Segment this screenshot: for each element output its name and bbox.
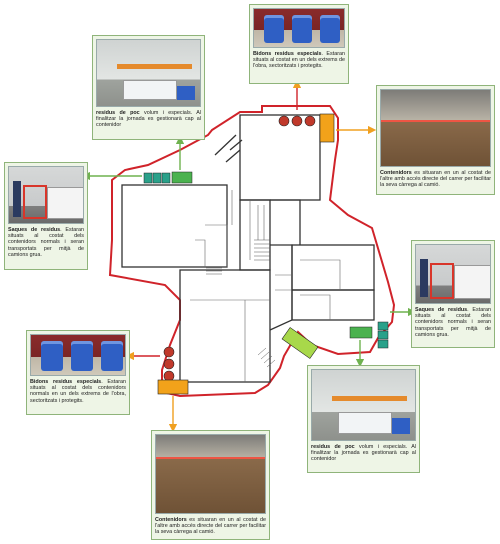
caption: Bidons residus especials. Estaran situat… (253, 51, 345, 70)
caption: residus de poc volum i especials. Al fin… (96, 110, 201, 129)
caption-text: . Estaran situats al costat dels conteni… (8, 227, 85, 258)
skip-marker (281, 327, 319, 359)
sack-marker (377, 321, 389, 331)
caption: residus de poc volum i especials. Al fin… (311, 444, 416, 463)
caption-text: . Estaran situats al costat en un dels e… (253, 51, 346, 70)
photo-sacks-crane (415, 244, 491, 304)
card-contenidors-bottom: Contenidors es situaran en un al costat … (151, 430, 270, 540)
card-residus-bottom: residus de poc volum i especials. Al fin… (307, 365, 420, 473)
bin-marker (278, 115, 290, 127)
photo-sacks-crane (8, 166, 84, 224)
card-saques-left: Saques de residus. Estaran situats al co… (4, 162, 88, 270)
container-marker (157, 379, 189, 395)
caption: Saques de residus. Estaran situats al co… (415, 307, 491, 338)
caption-text: volum i especials. Al finalitzar la jorn… (311, 444, 416, 463)
card-contenidors-right: Contenidors es situaran en un al costat … (376, 85, 495, 195)
photo-excavation (380, 89, 491, 167)
bin-marker (291, 115, 303, 127)
caption-title: Contenidors (380, 170, 412, 176)
building-walls (121, 114, 375, 383)
caption: Saques de residus. Estaran situats al co… (8, 227, 84, 258)
stairs (206, 239, 276, 368)
card-bidons-left: Bidons residus especials. Estaran situat… (26, 330, 130, 415)
photo-residue-bags (96, 39, 201, 107)
sack-marker (377, 330, 389, 340)
sack-marker (143, 172, 153, 184)
card-residus-top: residus de poc volum i especials. Al fin… (92, 35, 205, 140)
sack-marker (377, 339, 389, 349)
sack-marker (161, 172, 171, 184)
caption-text: . Estaran situats al costat dels conteni… (415, 307, 492, 338)
caption-title: Bidons residus especials (253, 51, 322, 57)
bin-marker (163, 370, 175, 382)
caption-text: . Estaran situats al costat dels conteni… (30, 379, 126, 404)
bin-marker (163, 358, 175, 370)
bin-marker (163, 346, 175, 358)
caption-title: residus de poc (96, 110, 140, 116)
caption-title: Saques de residus (415, 307, 468, 313)
card-bidons-top: Bidons residus especials. Estaran situat… (249, 4, 349, 84)
caption: Contenidors es situaran en un al costat … (155, 517, 266, 536)
photo-blue-drums (253, 8, 345, 48)
photo-residue-bags (311, 369, 416, 441)
interior-walls (190, 190, 341, 382)
caption: Bidons residus especials. Estaran situat… (30, 379, 126, 404)
card-saques-right: Saques de residus. Estaran situats al co… (411, 240, 495, 348)
photo-excavation (155, 434, 266, 514)
caption-title: Saques de residus (8, 227, 61, 233)
caption-title: residus de poc (311, 444, 355, 450)
caption-text: es situaran en un al costat de l'altre a… (380, 170, 491, 189)
caption-title: Contenidors (155, 517, 187, 523)
photo-blue-drums (30, 334, 126, 376)
container-marker (319, 113, 335, 143)
caption-title: Bidons residus especials (30, 379, 102, 385)
caption-text: volum i especials. Al finalitzar la jorn… (96, 110, 201, 129)
sack-marker (152, 172, 162, 184)
site-perimeter (108, 105, 396, 398)
small-residue-marker (171, 171, 193, 184)
bin-marker (304, 115, 316, 127)
caption: Contenidors es situaran en un al costat … (380, 170, 491, 189)
small-residue-marker (349, 326, 373, 339)
caption-text: es situaran en un al costat de l'altre a… (155, 517, 266, 536)
